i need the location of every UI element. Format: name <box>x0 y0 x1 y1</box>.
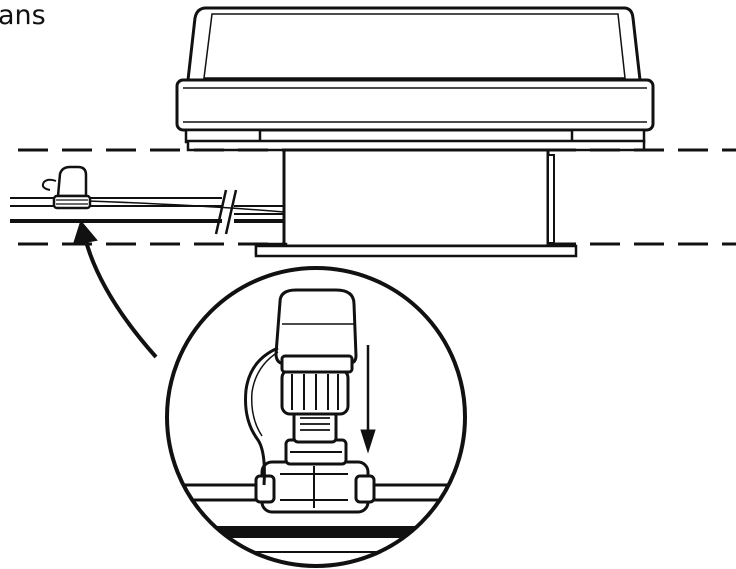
detail-cap <box>274 288 358 366</box>
vent-shaft <box>254 148 578 258</box>
line-break-mark-1 <box>214 189 228 235</box>
detail-magnifier <box>165 266 467 568</box>
top-unit <box>175 6 655 152</box>
down-arrow-icon <box>360 345 376 454</box>
caption-fragment: ans <box>0 0 46 31</box>
unit-body <box>175 78 655 132</box>
curved-arrow-icon <box>72 219 158 359</box>
shaft-bottom-flange <box>254 244 578 258</box>
unit-lid <box>186 6 642 82</box>
valve-small <box>41 165 92 210</box>
line-break-mark-2 <box>224 189 238 235</box>
unit-lid-inner <box>203 13 626 79</box>
water-line <box>10 189 285 235</box>
detail-wire <box>244 346 279 486</box>
